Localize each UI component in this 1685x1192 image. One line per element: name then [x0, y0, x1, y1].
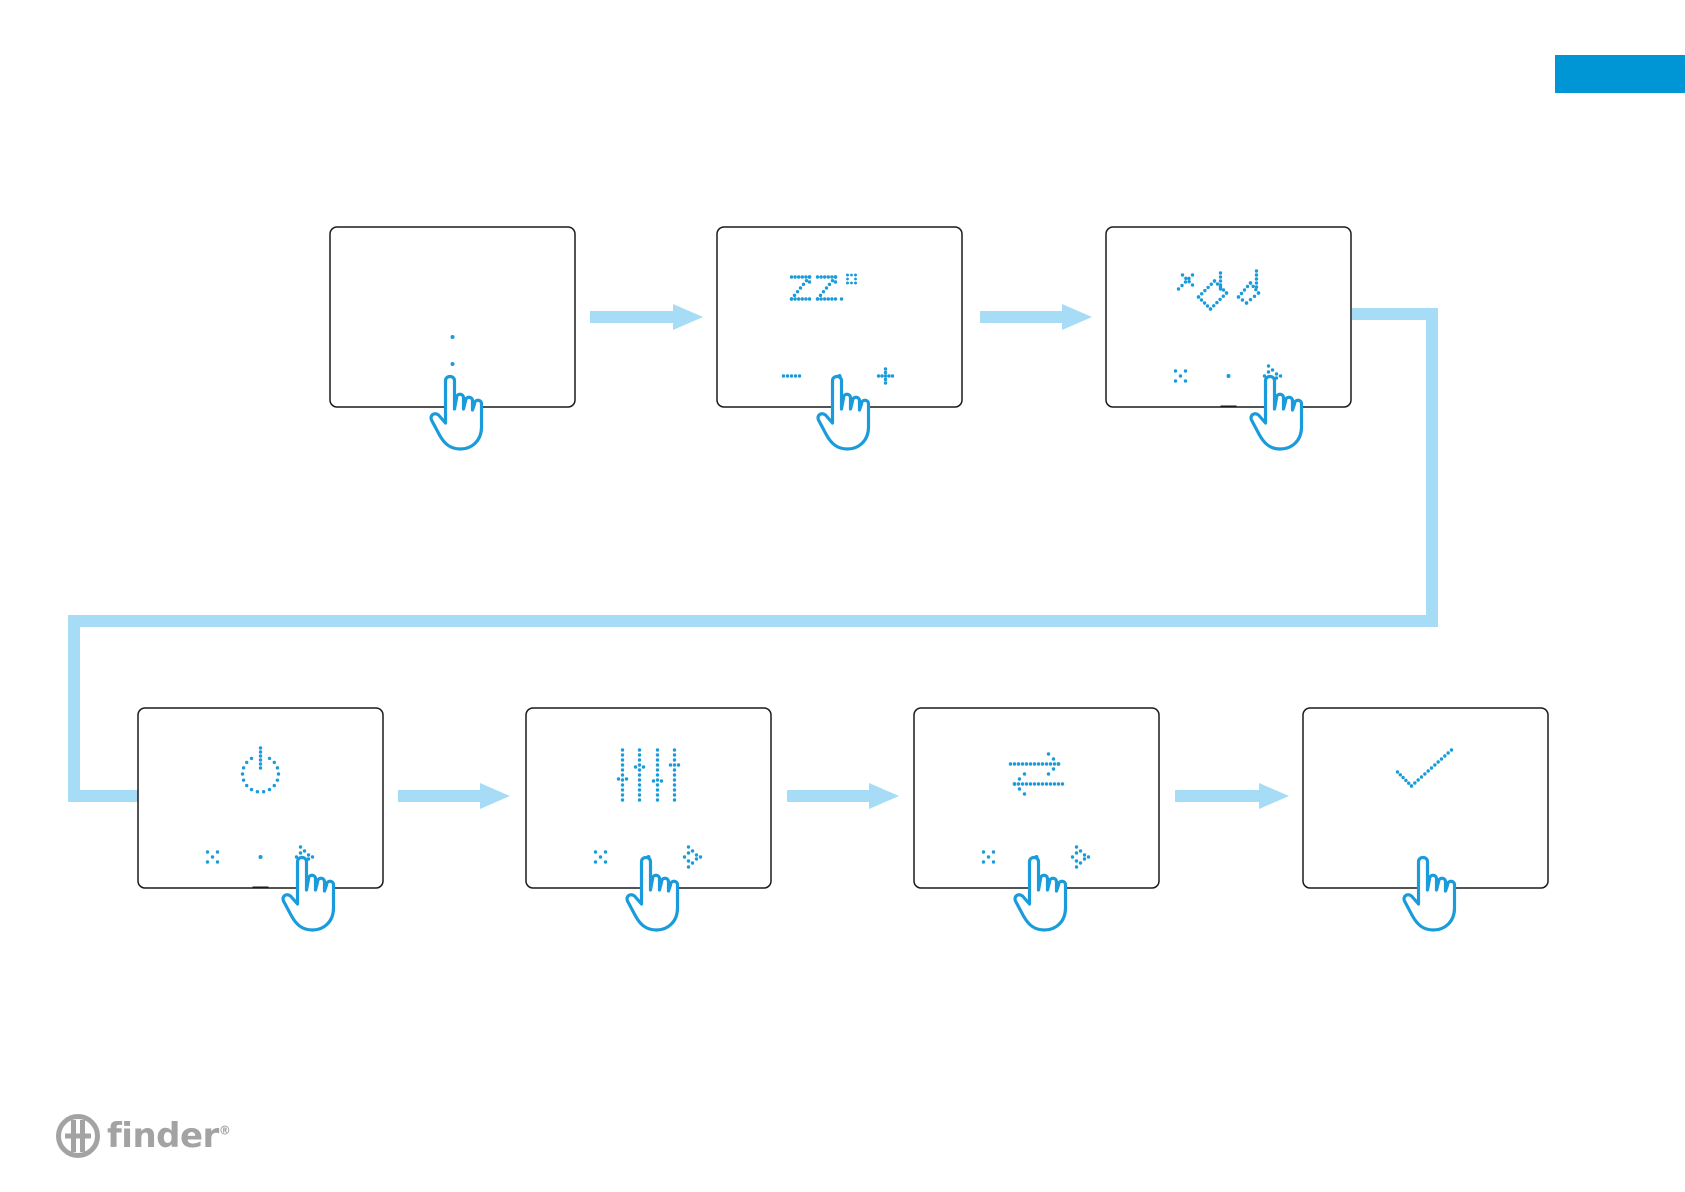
- flow-arrow-4: [787, 783, 899, 809]
- center-dot-icon: [451, 362, 455, 366]
- thermostat-device-swap: [914, 708, 1159, 930]
- flow-arrow-1: [590, 304, 703, 330]
- flow-arrow-3: [398, 783, 510, 809]
- minus-icon: [782, 374, 801, 377]
- touch-sensor-mark: [253, 887, 269, 889]
- nav-bar: [451, 362, 455, 366]
- thermostat-device-power: [138, 708, 383, 930]
- thermostat-device-settings: [1106, 227, 1351, 449]
- device-frame: [138, 708, 383, 888]
- center-dot-icon: [259, 855, 263, 859]
- display-content: [451, 335, 455, 339]
- finder-logo: finder®: [55, 1113, 230, 1159]
- thermostat-device-standby: [330, 227, 575, 449]
- device-frame: [1106, 227, 1351, 407]
- finder-logo-text: finder®: [107, 1116, 230, 1156]
- center-dot-icon: [1227, 374, 1231, 378]
- thermostat-device-temperature: [717, 227, 962, 449]
- flow-arrow-2: [980, 304, 1092, 330]
- thermostat-device-sliders: [526, 708, 771, 930]
- thermostat-device-confirm: [1303, 708, 1548, 930]
- flow-arrow-5: [1175, 783, 1289, 809]
- finder-logo-icon: [55, 1113, 101, 1159]
- touch-sensor-mark: [1221, 406, 1237, 408]
